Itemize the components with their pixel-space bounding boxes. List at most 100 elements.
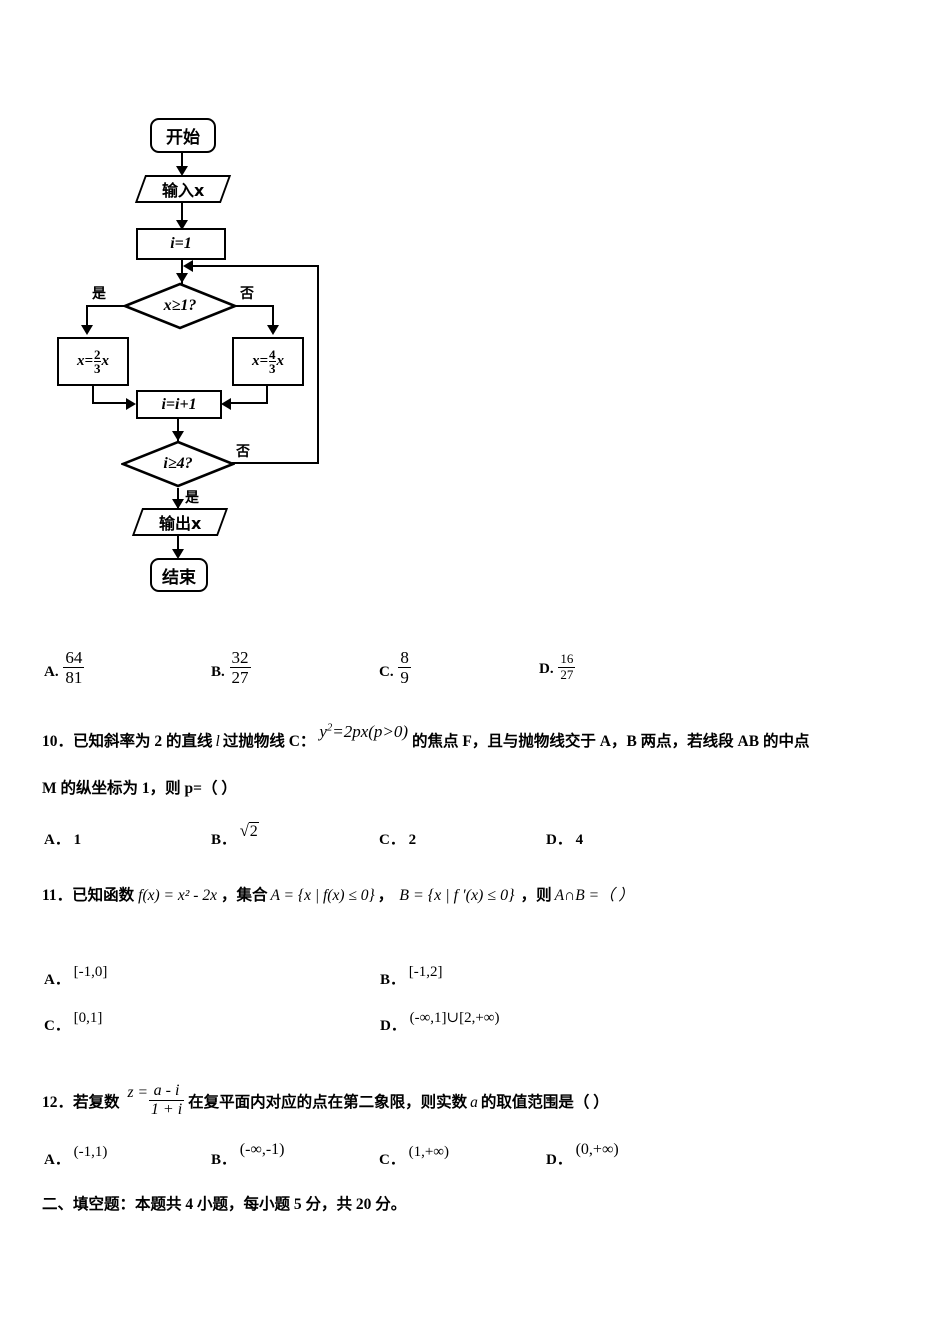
q10-option-d[interactable]: D． 4 bbox=[546, 828, 583, 849]
q10-option-d-value: 4 bbox=[575, 832, 584, 848]
right-assign-numerator: 4 bbox=[269, 347, 276, 362]
flowchart-output-node: 输出x bbox=[131, 508, 229, 536]
q11-option-b-value: [-1,2] bbox=[408, 964, 443, 980]
q9-option-a-fraction: 64 81 bbox=[63, 648, 85, 688]
q10-formula-rhs: =2px(p>0) bbox=[332, 722, 409, 741]
q12-text-c: 的取值范围是（ ） bbox=[480, 1094, 609, 1112]
flowchart-end-node: 结束 bbox=[150, 558, 208, 592]
connector-input-init bbox=[181, 203, 184, 228]
flowchart-increment-label: i=i+1 bbox=[161, 395, 197, 413]
q12-option-b[interactable]: B． (-∞,-1) bbox=[211, 1141, 284, 1169]
connector-left-to-inc bbox=[92, 402, 130, 405]
q9-option-b-numerator: 32 bbox=[231, 648, 249, 667]
q10-option-b-sqrt: 2 bbox=[240, 821, 259, 841]
arrow-cond1-right bbox=[267, 325, 279, 335]
q12-option-a[interactable]: A． (-1,1) bbox=[44, 1144, 107, 1169]
q9-option-c-fraction: 8 9 bbox=[398, 648, 411, 687]
diamond-shape-1 bbox=[121, 282, 239, 330]
edge-label-yes-1: 是 bbox=[92, 286, 106, 302]
q11-text-c: ，则 bbox=[520, 887, 552, 904]
connector-left-down bbox=[92, 386, 95, 404]
q12-option-d[interactable]: D． (0,+∞) bbox=[546, 1141, 619, 1169]
q10-formula-exponent: 2 bbox=[326, 722, 333, 734]
q12-option-c[interactable]: C． (1,+∞) bbox=[379, 1144, 449, 1169]
q9-option-d-label: D. bbox=[539, 661, 554, 678]
flowchart-output-label: 输出x bbox=[158, 514, 202, 533]
q9-option-c-label: C. bbox=[379, 663, 394, 680]
q12-z-denominator: 1 + i bbox=[148, 1099, 185, 1118]
flowchart-increment-node: i=i+1 bbox=[136, 390, 222, 419]
connector-right-down bbox=[266, 386, 269, 404]
arrow-left-to-inc bbox=[126, 398, 136, 410]
connector-right-to-inc bbox=[228, 402, 268, 405]
q12-option-c-value: (1,+∞) bbox=[408, 1144, 449, 1160]
flowchart-condition1-node: x≥1? bbox=[121, 282, 239, 330]
q10-option-b[interactable]: B． 2 bbox=[211, 821, 259, 849]
arrow-cond1-left bbox=[81, 325, 93, 335]
q11-result-expression: A∩B =（ ） bbox=[554, 887, 634, 904]
left-assign-numerator: 2 bbox=[94, 347, 101, 362]
q9-option-d-denominator: 27 bbox=[558, 666, 576, 682]
connector-loop-right bbox=[317, 265, 320, 464]
q11-text-a: 已知函数 bbox=[72, 887, 135, 904]
connector-cond1-right-h bbox=[234, 305, 274, 308]
edge-label-no-2: 否 bbox=[236, 444, 250, 460]
arrow-right-to-inc bbox=[221, 398, 231, 410]
q11-option-c-label: C． bbox=[44, 1018, 70, 1034]
q9-option-c-denominator: 9 bbox=[398, 667, 411, 688]
q11-option-a-value: [-1,0] bbox=[73, 964, 108, 980]
section2-heading: 二、填空题：本题共 4 小题，每小题 5 分，共 20 分。 bbox=[42, 1196, 406, 1215]
q9-option-a-label: A. bbox=[44, 663, 59, 680]
q10-text-after: 的焦点 F，且与抛物线交于 A，B 两点，若线段 AB 的中点 bbox=[412, 733, 810, 750]
diamond-shape-2 bbox=[119, 440, 237, 488]
q9-option-d[interactable]: D. 16 27 bbox=[539, 651, 576, 682]
q11-option-b[interactable]: B． [-1,2] bbox=[380, 964, 443, 989]
q11-option-c[interactable]: C． [0,1] bbox=[44, 1010, 102, 1035]
right-assign-lhs: x= bbox=[251, 353, 269, 369]
q10-text-before: 已知斜率为 2 的直线 bbox=[73, 733, 213, 750]
flowchart-init-label: i=1 bbox=[170, 235, 192, 252]
connector-loop-top bbox=[190, 265, 319, 268]
q9-option-b[interactable]: B. 32 27 bbox=[211, 648, 252, 687]
arrow-inc-cond2 bbox=[172, 431, 184, 441]
q10-line2-text: M 的纵坐标为 1，则 p=（ ） bbox=[42, 780, 237, 797]
q10-formula-y: y bbox=[319, 722, 327, 741]
q12-option-a-label: A． bbox=[44, 1152, 70, 1168]
q12-text-b: 在复平面内对应的点在第二象限，则实数 bbox=[188, 1094, 468, 1112]
connector-cond2-output bbox=[177, 488, 180, 508]
q9-option-b-label: B. bbox=[211, 663, 225, 680]
q12-option-a-value: (-1,1) bbox=[73, 1144, 108, 1160]
arrow-input-init bbox=[176, 220, 188, 230]
q11-option-d-value: (-∞,1]∪[2,+∞) bbox=[409, 1010, 500, 1026]
q11-option-c-value: [0,1] bbox=[73, 1010, 103, 1026]
q9-option-a-denominator: 81 bbox=[63, 667, 85, 688]
q11-comma: ， bbox=[377, 887, 394, 904]
q12-option-d-label: D． bbox=[546, 1152, 572, 1168]
q10-option-a[interactable]: A． 1 bbox=[44, 828, 81, 849]
flowchart-condition1-label: x≥1? bbox=[163, 297, 197, 314]
q9-option-c[interactable]: C. 8 9 bbox=[379, 648, 412, 687]
q11-function-definition: f(x) = x² - 2x bbox=[138, 887, 217, 904]
q9-option-b-fraction: 32 27 bbox=[229, 648, 251, 687]
connector-start-input bbox=[181, 153, 184, 173]
arrow-start-input bbox=[176, 166, 188, 176]
connector-cond1-left-v bbox=[86, 305, 89, 327]
q10-stem-line2: M 的纵坐标为 1，则 p=（ ） bbox=[42, 780, 237, 799]
q10-option-c[interactable]: C． 2 bbox=[379, 828, 416, 849]
q9-option-a-numerator: 64 bbox=[65, 648, 83, 667]
flowchart-init-node: i=1 bbox=[136, 228, 226, 260]
q12-option-b-label: B． bbox=[211, 1152, 237, 1168]
q11-option-d[interactable]: D． (-∞,1]∪[2,+∞) bbox=[380, 1010, 499, 1035]
connector-loop-bottom bbox=[232, 462, 319, 465]
q10-option-d-label: D． bbox=[546, 832, 572, 848]
q10-number: 10． bbox=[42, 733, 74, 750]
q11-option-a[interactable]: A． [-1,0] bbox=[44, 964, 107, 989]
q11-option-d-label: D． bbox=[380, 1018, 406, 1034]
flowchart-start-label: 开始 bbox=[166, 128, 200, 148]
q11-set-b: B = {x | f ′(x) ≤ 0} bbox=[399, 887, 515, 904]
edge-label-yes-2: 是 bbox=[185, 490, 199, 506]
q9-option-a[interactable]: A. 64 81 bbox=[44, 648, 85, 687]
